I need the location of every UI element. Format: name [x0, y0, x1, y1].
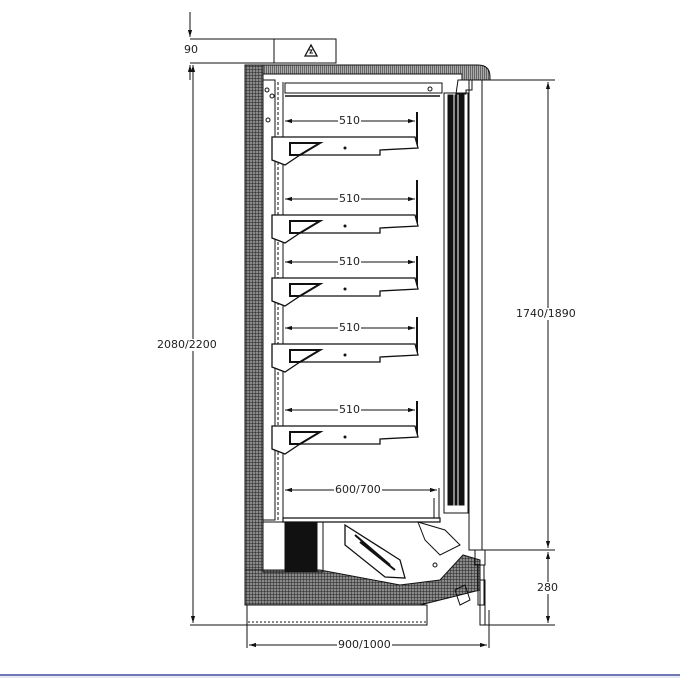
- front-air-curtain: [443, 79, 483, 551]
- shelf-2: [271, 180, 419, 244]
- warning-triangle-icon: [303, 43, 319, 57]
- shelf-5-depth-label: 510: [338, 403, 361, 416]
- total-height-label: 2080/2200: [156, 338, 218, 351]
- front-base: [454, 549, 486, 626]
- bottom-shelf-depth-label: 600/700: [334, 483, 382, 496]
- total-depth-label: 900/1000: [337, 638, 392, 651]
- shelf-1: [271, 112, 419, 166]
- evaporator: [262, 521, 461, 579]
- top-offset-label: 90: [183, 43, 199, 56]
- shelf-1-depth-label: 510: [338, 114, 361, 127]
- shelf-2-depth-label: 510: [338, 192, 361, 205]
- opening-height-label: 1740/1890: [515, 307, 577, 320]
- canopy: [284, 82, 443, 97]
- shelf-3-depth-label: 510: [338, 255, 361, 268]
- bottom-divider-shadow: [0, 676, 680, 678]
- base-height-label: 280: [536, 581, 559, 594]
- top-offset-dimension: [187, 12, 337, 80]
- shelf-4-depth-label: 510: [338, 321, 361, 334]
